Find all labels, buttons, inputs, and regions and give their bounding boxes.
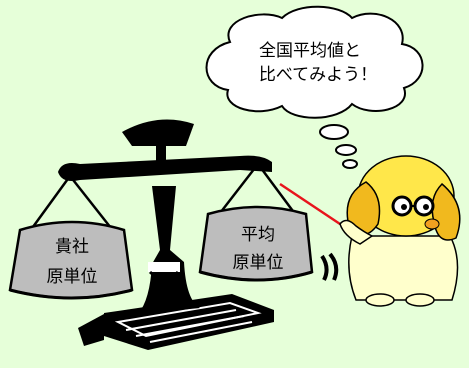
thought-bubble: 全国平均値と 比べてみよう！	[205, 5, 424, 169]
character-foot-left	[365, 293, 395, 307]
character-foot-right	[405, 293, 435, 307]
pointer-stick	[279, 182, 341, 226]
scale-foot	[78, 314, 104, 346]
thought-dot-small	[342, 159, 358, 169]
left-pan: 貴社 原単位	[8, 220, 134, 300]
thought-dot-medium	[335, 144, 357, 156]
character-ear-right	[431, 182, 461, 241]
scale-pillar	[138, 186, 200, 314]
right-pan-label-line1: 平均	[241, 225, 275, 245]
bubble-text-line1: 全国平均値と	[259, 41, 361, 61]
dog-character	[320, 155, 461, 307]
character-nose	[424, 218, 440, 230]
scale-beam	[58, 155, 272, 181]
right-pan: 平均 原単位	[198, 205, 314, 282]
bubble-text-line2: 比べてみよう！	[259, 65, 377, 85]
balance-scale: 貴社 原単位 平均 原単位	[8, 119, 314, 350]
thought-dot-large	[319, 124, 349, 140]
scale-top-cap	[122, 119, 194, 146]
character-arm	[339, 219, 374, 245]
thought-cloud	[205, 5, 424, 119]
right-pan-label-line2: 原単位	[233, 253, 284, 273]
scale-base-highlight	[114, 301, 262, 338]
motion-lines	[320, 252, 339, 281]
left-pan-label-line2: 原単位	[47, 267, 98, 287]
character-body	[348, 235, 459, 301]
left-pan-label-line1: 貴社	[55, 237, 89, 257]
